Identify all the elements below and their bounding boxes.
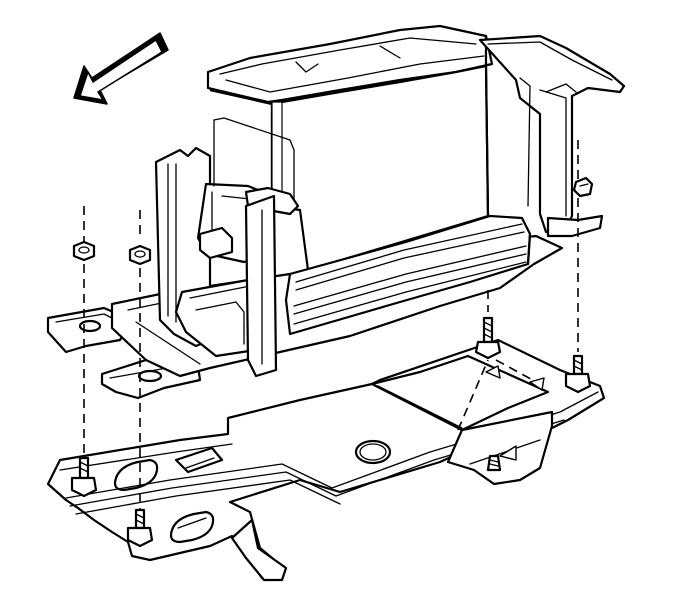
bolt-icon (126, 508, 154, 548)
bolt-icon (564, 354, 592, 394)
base-tray (46, 338, 606, 582)
assembly-guide-lines (83, 140, 579, 516)
stud-icon (486, 454, 502, 472)
bolt-icon (474, 316, 502, 360)
locator-marks (485, 365, 545, 461)
module-box (206, 24, 532, 336)
nut-icon (128, 244, 152, 266)
right-support-bracket (478, 34, 626, 238)
connector-bracket (154, 117, 300, 378)
direction-arrow-icon (73, 32, 169, 105)
bolt-icon (70, 456, 98, 498)
nut-icon (72, 240, 96, 262)
